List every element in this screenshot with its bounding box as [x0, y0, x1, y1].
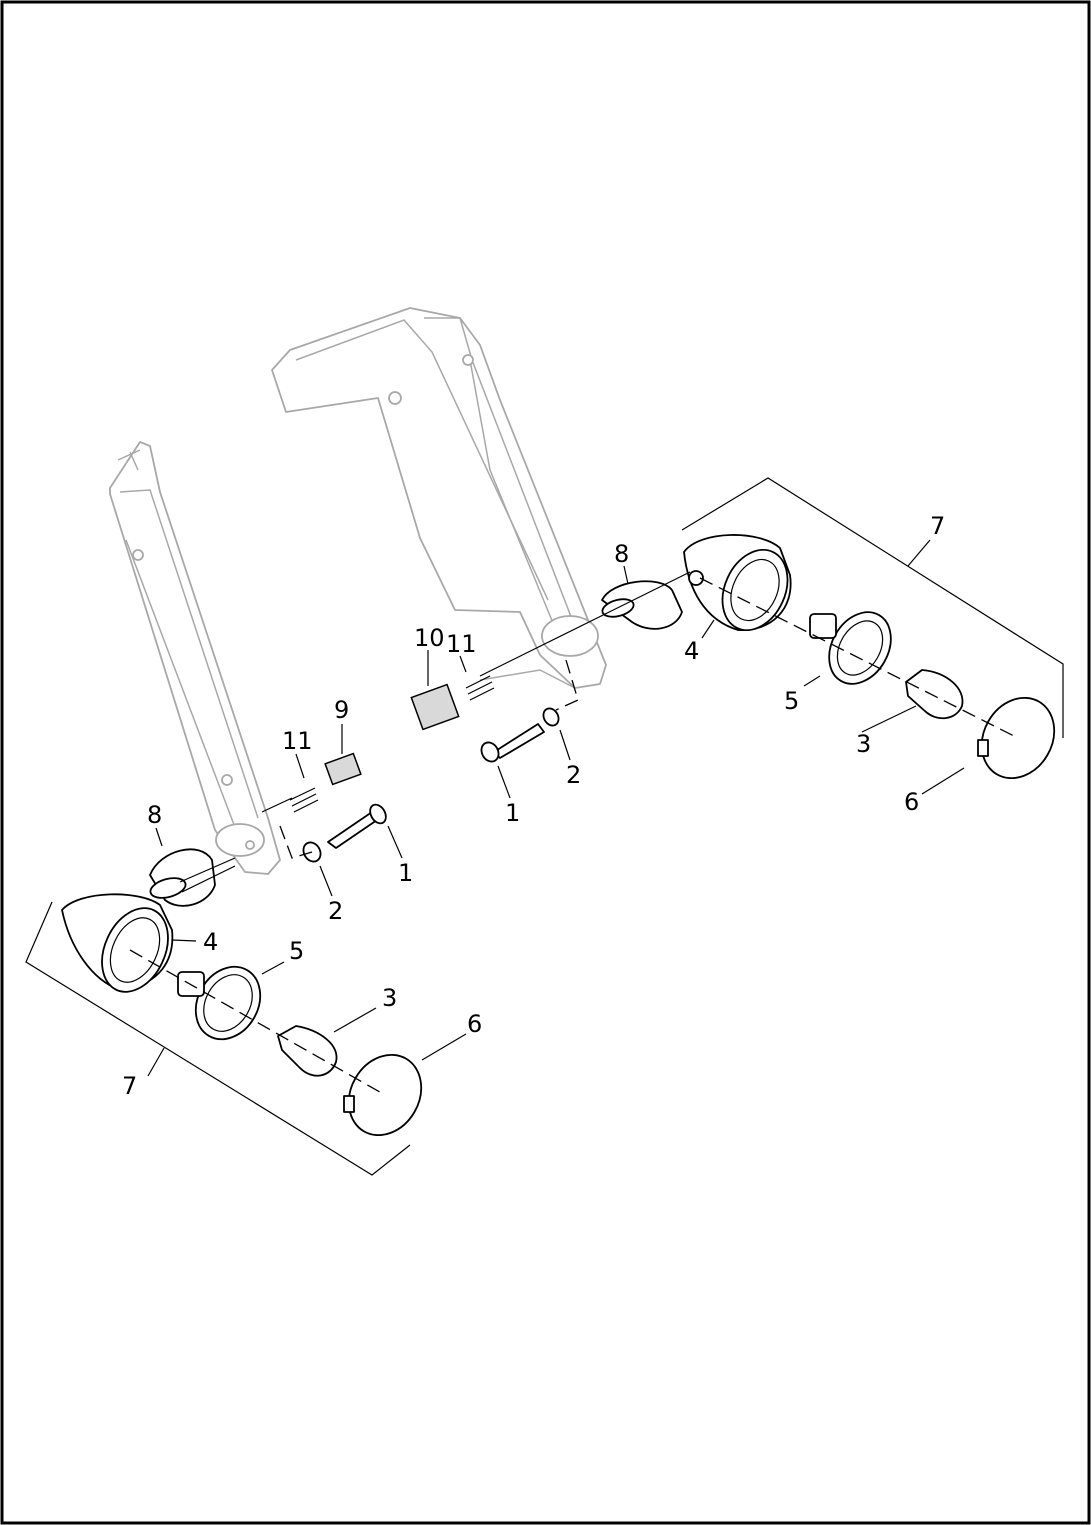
callout-8-right: 8: [614, 540, 629, 568]
lens-right: [980, 696, 1056, 780]
callout-7-right: 7: [930, 512, 945, 540]
left-turn-signal-assembly: [61, 848, 423, 1137]
callout-4-left: 4: [203, 928, 218, 956]
callout-4-right: 4: [684, 637, 699, 665]
callout-2-left: 2: [328, 897, 343, 925]
leader-lines: [147, 539, 965, 1077]
callout-3-right: 3: [856, 730, 871, 758]
fork-bracket-ghost: [271, 307, 607, 689]
terminals-left: [289, 787, 319, 813]
washer-right: [542, 707, 560, 727]
bulb-left: [277, 1025, 338, 1077]
callout-6-left: 6: [467, 1010, 482, 1038]
trim-ring-left: [194, 965, 262, 1041]
callout-3-left: 3: [382, 984, 397, 1012]
callout-5-right: 5: [784, 687, 799, 715]
group-bracket-right: [681, 477, 1064, 738]
fork-tube-left-ghost: [109, 441, 281, 875]
bulb-right: [905, 669, 964, 720]
cushion-right: [601, 580, 683, 630]
right-turn-signal-assembly: [479, 534, 1056, 780]
connector-9: [324, 752, 362, 786]
lens-left: [347, 1053, 423, 1137]
group-bracket-left: [25, 901, 411, 1176]
callout-7-left: 7: [122, 1072, 137, 1100]
hardware: [261, 659, 579, 863]
callout-5-left: 5: [289, 937, 304, 965]
connector-10: [410, 683, 460, 731]
callout-1-left: 1: [398, 859, 413, 887]
callout-11-right: 11: [446, 630, 477, 658]
callout-11-left: 11: [282, 727, 313, 755]
callout-8-left: 8: [147, 801, 162, 829]
callout-6-right: 6: [904, 788, 919, 816]
callout-1-right: 1: [505, 799, 520, 827]
terminals-right: [465, 675, 495, 701]
callout-9: 9: [334, 696, 349, 724]
screw-right: [493, 723, 545, 759]
callout-labels: 1 1 2 2 3 3 4 4 5 5 6 6 7 7 8 8 9 10 11 …: [122, 512, 945, 1100]
callout-10: 10: [414, 624, 445, 652]
callout-2-right: 2: [566, 761, 581, 789]
